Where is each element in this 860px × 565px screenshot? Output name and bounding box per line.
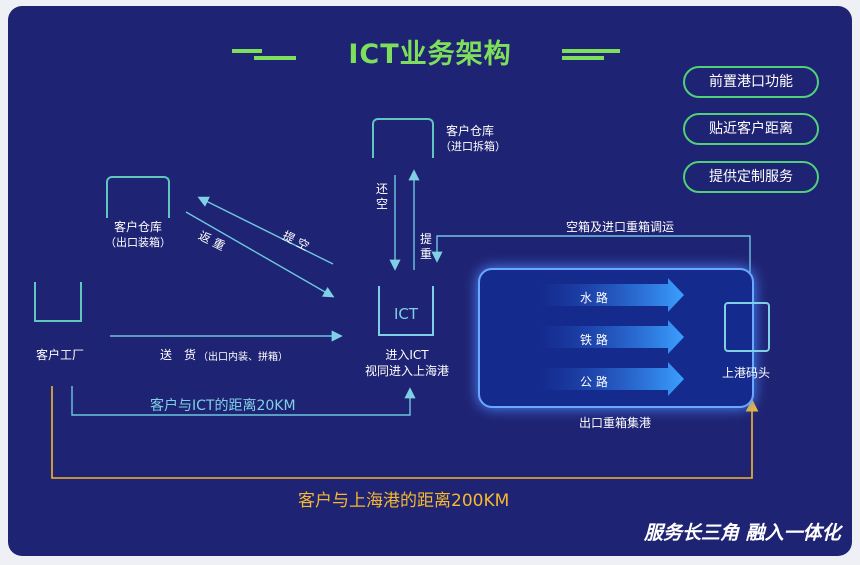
distance-ict-label: 客户与ICT的距离20KM bbox=[150, 398, 296, 414]
warehouse-import-label: 客户仓库 bbox=[446, 124, 495, 138]
warehouse-export-sub: （出口装箱） bbox=[105, 236, 171, 249]
empty-import-label: 空箱及进口重箱调运 bbox=[566, 220, 675, 234]
ict-badge: ICT bbox=[393, 305, 419, 323]
page-title: ICT业务架构 bbox=[348, 39, 512, 70]
arrow-water bbox=[538, 278, 684, 312]
feature-pill: 贴近客户距离 bbox=[683, 113, 819, 145]
arrow-distance-port bbox=[51, 386, 759, 479]
ict-label: 进入ICT bbox=[385, 348, 429, 362]
arrow-distance-ict bbox=[71, 386, 416, 416]
arrow-road bbox=[538, 362, 684, 396]
warehouse-icon bbox=[106, 176, 170, 218]
mode-arrows bbox=[538, 278, 684, 396]
arrow-pick-empty bbox=[197, 196, 334, 265]
mode-rail: 铁 路 bbox=[580, 333, 608, 347]
slogan: 服务长三角 融入一体化 bbox=[644, 522, 841, 544]
arrow-empty-import bbox=[431, 235, 751, 278]
factory-label: 客户工厂 bbox=[35, 348, 84, 362]
title-decoration bbox=[232, 49, 620, 60]
pick-full-label: 提重 bbox=[420, 232, 433, 261]
warehouse-icon bbox=[372, 118, 434, 158]
deliver-label: 送 货 bbox=[160, 348, 197, 362]
hub-label: 出口重箱集港 bbox=[578, 416, 651, 430]
feature-pill: 提供定制服务 bbox=[683, 161, 819, 193]
feature-pill: 前置港口功能 bbox=[683, 66, 819, 98]
deliver-note: （出口内装、拼箱） bbox=[198, 352, 288, 363]
arrow-rail bbox=[538, 320, 684, 354]
ict-building-icon: ICT bbox=[378, 286, 434, 336]
port-crane-icon bbox=[724, 302, 770, 352]
distance-port-label: 客户与上海港的距离200KM bbox=[298, 491, 510, 511]
warehouse-export-label: 客户仓库 bbox=[113, 220, 162, 234]
arrow-return-full bbox=[185, 211, 335, 298]
warehouse-import-sub: （进口拆箱） bbox=[440, 140, 506, 153]
mode-water: 水 路 bbox=[580, 291, 608, 305]
factory-icon bbox=[34, 282, 82, 322]
return-empty-label: 还空 bbox=[376, 182, 389, 211]
mode-road: 公 路 bbox=[580, 375, 608, 389]
port-label: 上港码头 bbox=[721, 366, 770, 380]
ict-sublabel: 视同进入上海港 bbox=[364, 364, 449, 378]
